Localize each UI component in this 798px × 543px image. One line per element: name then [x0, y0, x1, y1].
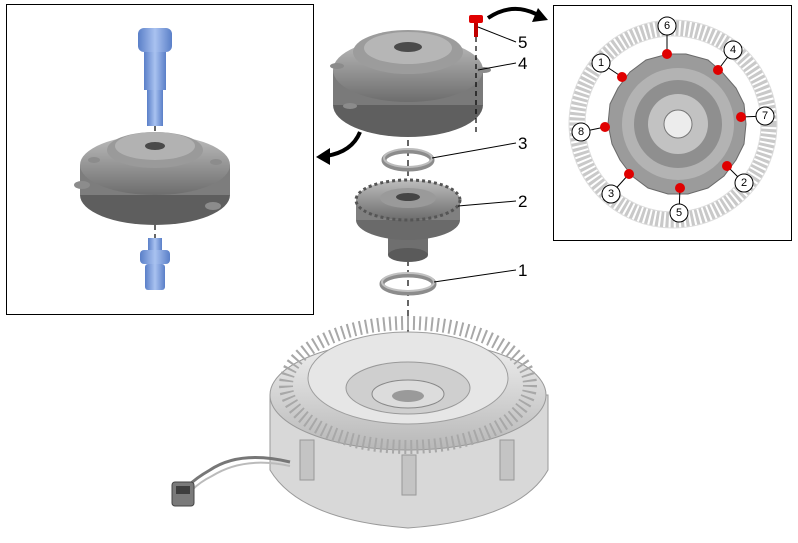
- sequence-number-8: 8: [578, 126, 584, 138]
- curved-arrow-head: [316, 148, 330, 165]
- alignment-tool-lower: [140, 238, 170, 290]
- sequence-bubble-1: [591, 53, 611, 73]
- sequence-number-1: 1: [598, 57, 604, 69]
- sequence-markers: 1 2 3 4 5 6 7 8: [571, 16, 775, 223]
- curved-arrow-icon: [486, 6, 537, 20]
- bolt-marker-2: [722, 161, 732, 171]
- connector-plug: [171, 481, 195, 507]
- sequence-bubble-8: [571, 122, 591, 142]
- sequence-number-7: 7: [762, 110, 768, 122]
- motor-housing: [186, 316, 549, 529]
- cover-part-4: [330, 30, 491, 137]
- bolt-marker-5: [675, 183, 685, 193]
- callout-4: 4: [518, 54, 527, 73]
- ring-part-3: [381, 148, 435, 172]
- sequence-bubble-6: [657, 16, 677, 36]
- sequence-bubble-7: [755, 106, 775, 126]
- callout-3: 3: [518, 134, 527, 153]
- bolt-marker-7: [736, 112, 746, 122]
- sequence-number-4: 4: [730, 44, 736, 56]
- bolt-marker-6: [662, 49, 672, 59]
- sequence-bubble-4: [723, 40, 743, 60]
- inset-cover: [74, 132, 230, 225]
- sequence-number-6: 6: [664, 20, 670, 32]
- bolt-icon: [469, 15, 483, 37]
- bolt-marker-3: [624, 169, 634, 179]
- sequence-number-2: 2: [741, 177, 747, 189]
- sequence-bubble-2: [734, 173, 754, 193]
- callout-1: 1: [518, 261, 527, 280]
- sequence-number-5: 5: [676, 207, 682, 219]
- leader-lines: [431, 26, 517, 283]
- bolt-marker-8: [600, 122, 610, 132]
- alignment-tool-upper: [138, 28, 172, 126]
- sequence-bubble-3: [601, 184, 621, 204]
- curved-arrow-icon: [325, 131, 362, 158]
- callout-2: 2: [518, 192, 527, 211]
- bolt-marker-1: [617, 72, 627, 82]
- curved-arrow-head: [532, 8, 548, 22]
- bolt-marker-4: [713, 65, 723, 75]
- callout-5: 5: [518, 33, 527, 52]
- gear-part-2: [354, 178, 462, 262]
- sequence-number-3: 3: [608, 188, 614, 200]
- sequence-cover: [607, 53, 747, 195]
- sequence-bubble-5: [669, 203, 689, 223]
